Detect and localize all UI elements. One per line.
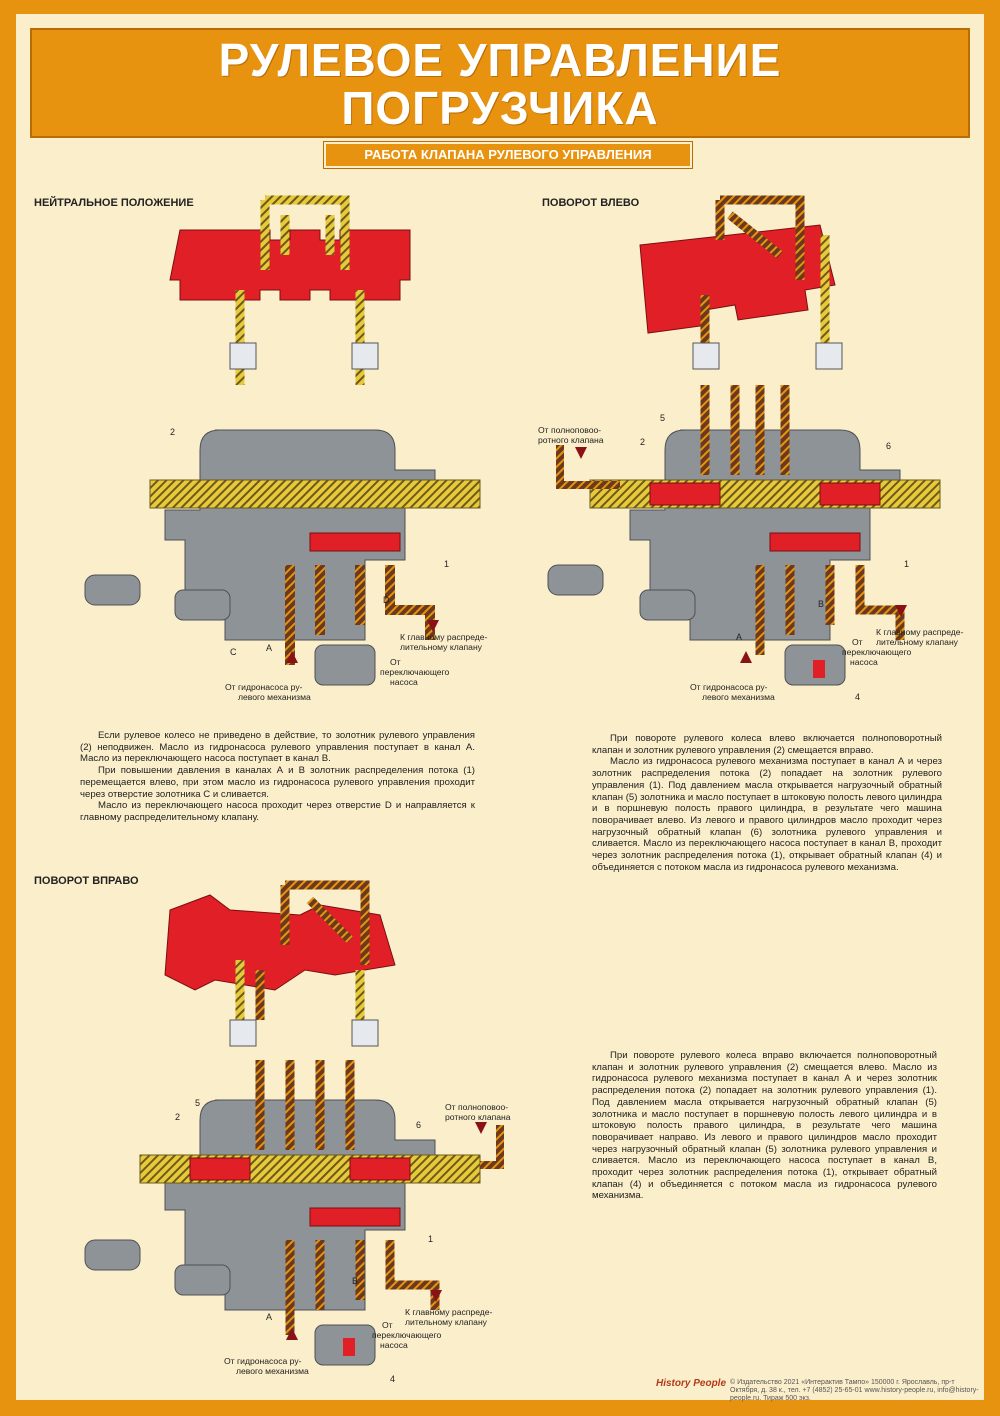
- publisher-logo: History People: [656, 1378, 727, 1389]
- section-title-neutral: НЕЙТРАЛЬНОЕ ПОЛОЖЕНИЕ: [34, 197, 194, 209]
- label-to-main-2: лительному клапану: [876, 637, 959, 647]
- label-1: 1: [904, 559, 909, 569]
- label-A: A: [736, 632, 742, 642]
- label-5: 5: [195, 1098, 200, 1108]
- title-line-1: РУЛЕВОЕ УПРАВЛЕНИЕ: [218, 34, 782, 86]
- label-2: 2: [175, 1112, 180, 1122]
- label-from-switch-2: переключающего: [842, 647, 912, 657]
- label-to-main-1: К главному распреде-: [405, 1307, 493, 1317]
- label-2: 2: [170, 427, 175, 437]
- label-from-switch-3: насоса: [380, 1340, 408, 1350]
- diagram-right: От полноповоо- ротного клапана 5 2 6 1 A…: [60, 870, 530, 1390]
- label-A: A: [266, 643, 272, 653]
- label-B: B: [818, 599, 824, 609]
- label-to-main-2: лительному клапану: [405, 1317, 488, 1327]
- text-left-p2: Масло из гидронасоса рулевого механизма …: [592, 756, 942, 873]
- label-6: 6: [416, 1120, 421, 1130]
- label-from-switch-1: От: [382, 1320, 393, 1330]
- label-C: C: [230, 647, 237, 657]
- text-left-p1: При повороте рулевого колеса влево включ…: [592, 733, 942, 756]
- label-from-switch-3: насоса: [850, 657, 878, 667]
- label-from-full-1: От полноповоо-: [445, 1102, 508, 1112]
- label-to-main-2: лительному клапану: [400, 642, 483, 652]
- label-to-main-1: К главному распреде-: [876, 627, 964, 637]
- footer-imprint: © Издательство 2021 «Интерактив Тампо» 1…: [730, 1379, 979, 1402]
- label-B: B: [352, 1276, 358, 1286]
- subtitle: РАБОТА КЛАПАНА РУЛЕВОГО УПРАВЛЕНИЯ: [323, 141, 693, 169]
- label-from-pump-1: От гидронасоса ру-: [225, 682, 303, 692]
- diagram-neutral: 2 1 A C D От гидронасоса ру- левого меха…: [60, 195, 520, 715]
- title-banner: РУЛЕВОЕ УПРАВЛЕНИЕ ПОГРУЗЧИКА: [30, 28, 970, 138]
- label-from-full-1: От полноповоо-: [538, 425, 601, 435]
- label-6: 6: [886, 441, 891, 451]
- label-2: 2: [640, 437, 645, 447]
- label-from-pump-2: левого механизма: [702, 692, 775, 702]
- label-from-switch-3: насоса: [390, 677, 418, 687]
- text-right: При повороте рулевого колеса вправо вклю…: [592, 1050, 937, 1202]
- text-left: При повороте рулевого колеса влево включ…: [592, 733, 942, 873]
- label-from-switch-2: переключающего: [372, 1330, 442, 1340]
- label-to-main-1: К главному распреде-: [400, 632, 488, 642]
- label-A: A: [266, 1312, 272, 1322]
- text-neutral-p2: При повышении давления в каналах А и В з…: [80, 765, 475, 800]
- section-title-right: ПОВОРОТ ВПРАВО: [34, 875, 139, 887]
- diagram-left: От полноповоо- ротного клапана 5 2 6 1 A…: [530, 195, 980, 715]
- label-5: 5: [660, 413, 665, 423]
- label-from-pump-2: левого механизма: [236, 1366, 309, 1376]
- text-neutral-p3: Масло из переключающего насоса проходит …: [80, 800, 475, 823]
- label-from-full-2: ротного клапана: [445, 1112, 511, 1122]
- label-1: 1: [428, 1234, 433, 1244]
- label-from-pump-2: левого механизма: [238, 692, 311, 702]
- text-neutral: Если рулевое колесо не приведено в дейст…: [80, 730, 475, 824]
- label-from-switch-1: От: [390, 657, 401, 667]
- section-title-left: ПОВОРОТ ВЛЕВО: [542, 197, 640, 209]
- text-neutral-p1: Если рулевое колесо не приведено в дейст…: [80, 730, 475, 765]
- label-1: 1: [444, 559, 449, 569]
- label-D: D: [383, 595, 390, 605]
- label-from-switch-1: От: [852, 637, 863, 647]
- title-line-2: ПОГРУЗЧИКА: [341, 82, 659, 134]
- label-from-full-2: ротного клапана: [538, 435, 604, 445]
- label-from-pump-1: От гидронасоса ру-: [224, 1356, 302, 1366]
- text-right-p1: При повороте рулевого колеса вправо вклю…: [592, 1050, 937, 1202]
- label-from-pump-1: От гидронасоса ру-: [690, 682, 768, 692]
- label-4: 4: [390, 1374, 395, 1384]
- label-4: 4: [855, 692, 860, 702]
- label-from-switch-2: переключающего: [380, 667, 450, 677]
